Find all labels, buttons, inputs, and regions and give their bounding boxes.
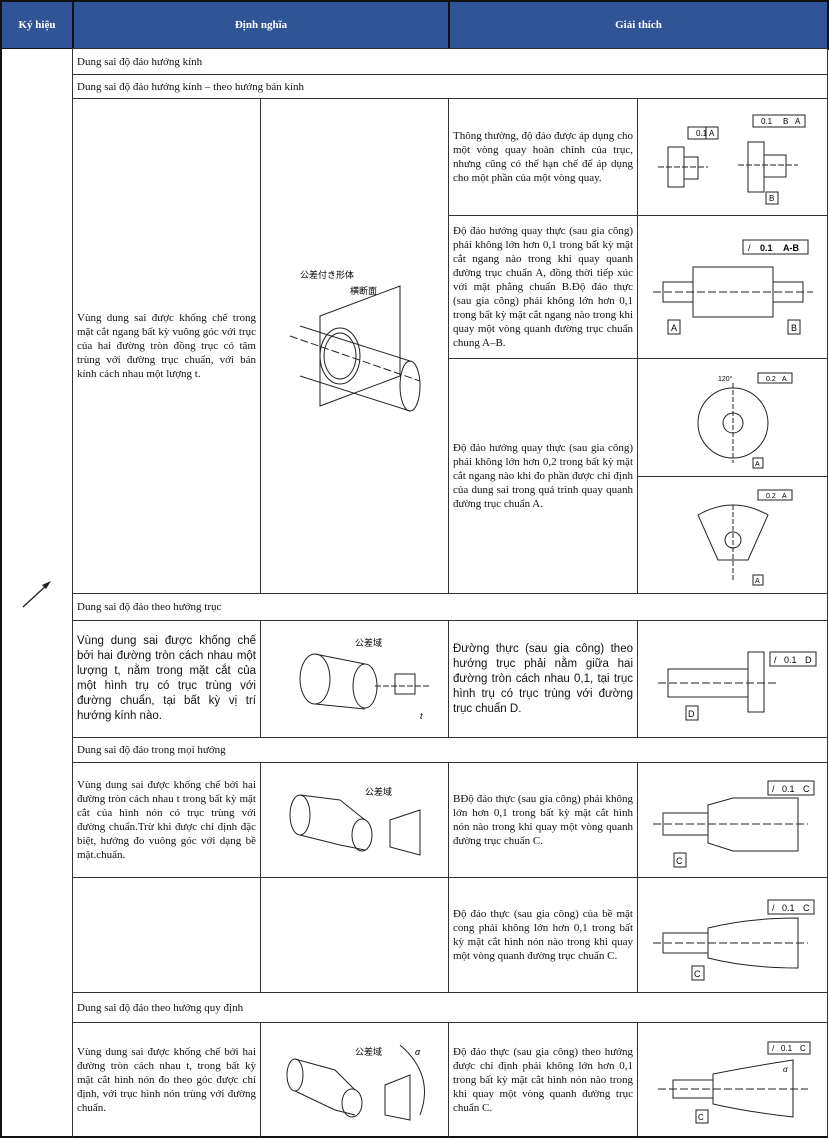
svg-text:公差域: 公差域 <box>365 786 392 797</box>
any-explanation-2: Độ đảo thực (sau gia công) của bề mặt co… <box>448 877 638 993</box>
svg-text:0.1: 0.1 <box>782 903 795 913</box>
axial-definition: Vùng dung sai được khống chế bởi hai đườ… <box>72 620 261 738</box>
svg-text:C: C <box>803 784 810 794</box>
svg-text:0.2: 0.2 <box>766 376 776 383</box>
any-explanation-1: BĐộ đảo thực (sau gia công) phải không l… <box>448 762 638 878</box>
header-symbol: Ký hiệu <box>0 0 74 50</box>
svg-text:A: A <box>795 117 801 126</box>
header-definition: Định nghĩa <box>72 0 450 50</box>
svg-text:0.1: 0.1 <box>784 655 797 665</box>
section-radial: Dung sai độ đảo hướng kính <box>72 48 828 75</box>
section-any: Dung sai độ đảo trong mọi hướng <box>72 737 828 763</box>
svg-text:C: C <box>800 1044 806 1053</box>
svg-text:C: C <box>694 969 701 979</box>
empty-cell <box>260 877 449 993</box>
svg-text:α: α <box>415 1047 421 1057</box>
radial-figure-2: / 0.1 A-B A B <box>637 215 828 359</box>
svg-text:/: / <box>772 784 775 794</box>
svg-text:A: A <box>755 578 760 585</box>
svg-text:0.1: 0.1 <box>760 243 773 253</box>
svg-text:/: / <box>772 1044 775 1053</box>
svg-text:/: / <box>772 903 775 913</box>
svg-text:0.2: 0.2 <box>766 493 776 500</box>
svg-text:D: D <box>688 709 695 719</box>
axial-definition-figure: 公差域 t <box>260 620 449 738</box>
symbol-cell <box>0 48 73 1138</box>
svg-text:α: α <box>783 1065 788 1074</box>
fig-label: 横断面 <box>350 285 377 296</box>
radial-definition-figure: 公差付き形体 横断面 <box>260 98 449 594</box>
runout-arrow-icon <box>22 580 51 607</box>
svg-text:/: / <box>774 655 777 665</box>
header-explanation: Giải thích <box>448 0 829 50</box>
svg-text:B: B <box>791 323 797 333</box>
axial-explanation: Đường thực (sau gia công) theo hướng trụ… <box>448 620 638 738</box>
radial-definition: Vùng dung sai được khống chế trong mặt c… <box>72 98 261 594</box>
svg-text:A: A <box>709 129 715 138</box>
svg-text:0.1: 0.1 <box>782 784 795 794</box>
radial-explanation-3: Độ đảo hướng quay thực (sau gia công) ph… <box>448 358 638 594</box>
specified-explanation: Độ đảo thực (sau gia công) theo hướng đư… <box>448 1022 638 1138</box>
svg-text:0.1: 0.1 <box>761 117 773 126</box>
radial-explanation-2: Độ đảo hướng quay thực (sau gia công) ph… <box>448 215 638 359</box>
svg-text:D: D <box>805 655 812 665</box>
any-definition-figure: 公差域 <box>260 762 449 878</box>
svg-text:C: C <box>676 856 683 866</box>
svg-text:公差域: 公差域 <box>355 637 382 648</box>
specified-definition: Vùng dung sai được khống chế bởi hai đườ… <box>72 1022 261 1138</box>
svg-text:A: A <box>671 323 677 333</box>
svg-text:A-B: A-B <box>783 243 799 253</box>
svg-text:B: B <box>769 194 774 203</box>
svg-text:B: B <box>783 117 788 126</box>
svg-text:t: t <box>420 711 423 721</box>
specified-definition-figure: 公差域 α <box>260 1022 449 1138</box>
svg-text:公差域: 公差域 <box>355 1046 382 1057</box>
section-specified: Dung sai độ đảo theo hướng quy định <box>72 992 828 1023</box>
empty-cell <box>72 877 261 993</box>
svg-text:A: A <box>782 493 787 500</box>
svg-text:C: C <box>698 1113 704 1122</box>
fig-label: 公差付き形体 <box>300 269 354 280</box>
section-axial: Dung sai độ đảo theo hướng trục <box>72 593 828 621</box>
svg-text:120°: 120° <box>718 375 733 383</box>
svg-text:C: C <box>803 903 810 913</box>
svg-text:0.1: 0.1 <box>781 1044 793 1053</box>
svg-text:A: A <box>782 376 787 383</box>
svg-text:0.1: 0.1 <box>696 129 708 138</box>
svg-text:/: / <box>748 243 751 253</box>
section-radial-sub: Dung sai độ đảo hướng kính – theo hướng … <box>72 74 828 99</box>
radial-explanation-1: Thông thường, độ đảo được áp dụng cho mộ… <box>448 98 638 216</box>
svg-text:A: A <box>755 461 760 468</box>
any-definition: Vùng dung sai được khống chế bởi hai đườ… <box>72 762 261 878</box>
